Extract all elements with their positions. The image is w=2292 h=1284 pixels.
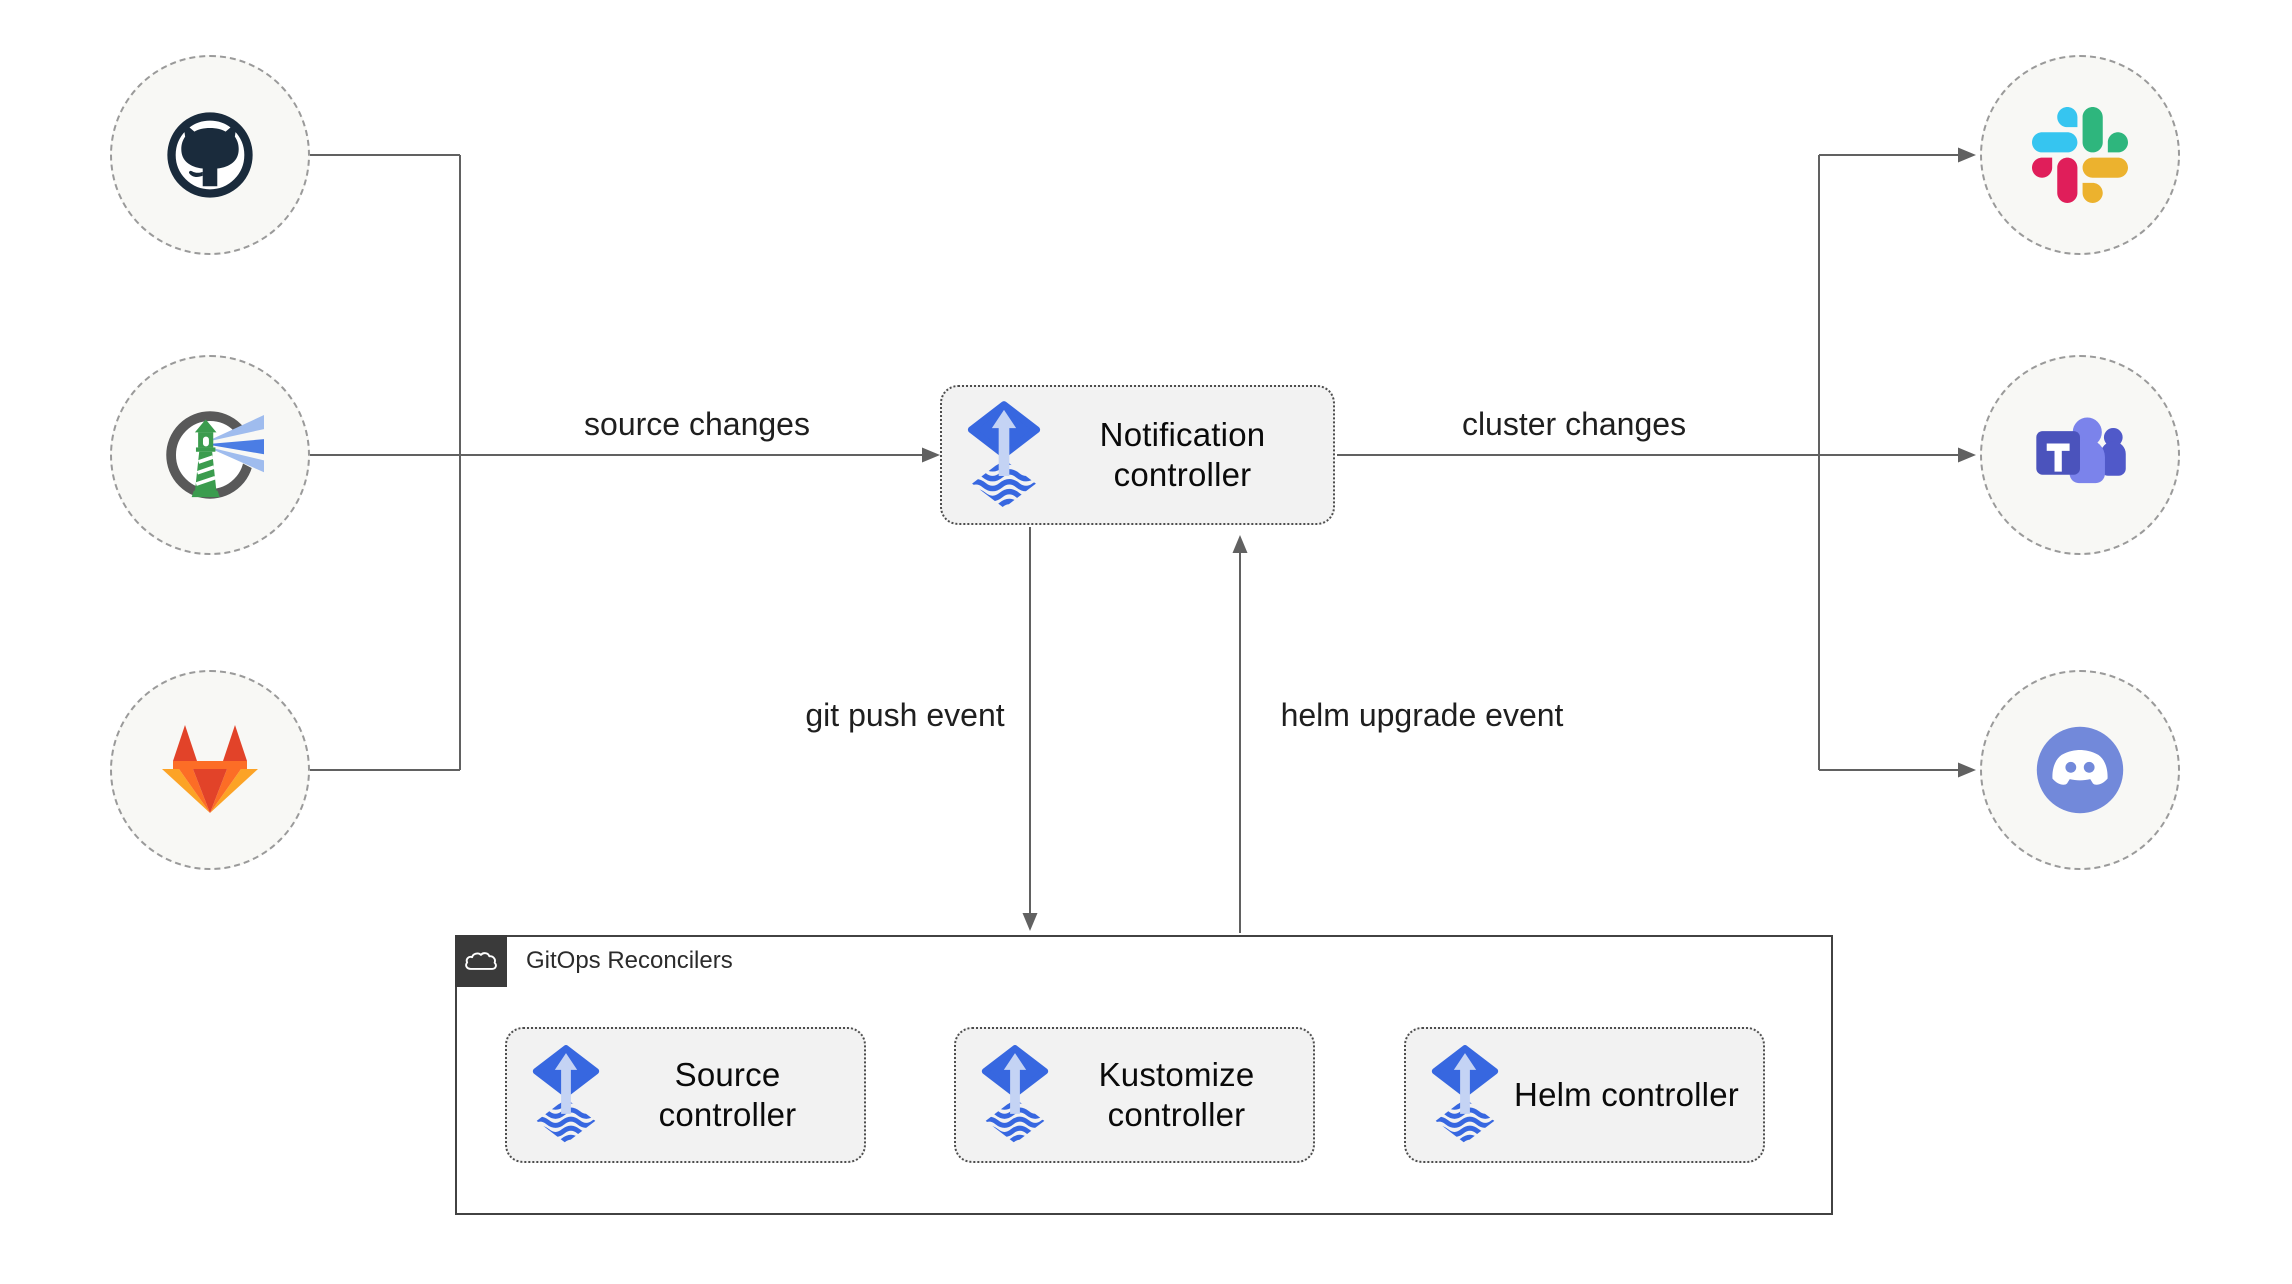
target-node-teams: [1980, 355, 2180, 555]
source-node-gitlab: [110, 670, 310, 870]
harbor-icon: [156, 401, 264, 509]
source-controller-node: Source controller: [505, 1027, 866, 1163]
teams-icon: [2028, 403, 2132, 507]
helm-controller-node: Helm controller: [1404, 1027, 1765, 1163]
gitops-reconcilers-title: GitOps Reconcilers: [526, 947, 733, 974]
edge-label-source-changes: source changes: [584, 406, 810, 442]
source-controller-label: Source controller: [658, 1056, 797, 1133]
flux-icon: [966, 400, 1042, 511]
notification-controller-node: Notification controller: [940, 385, 1335, 525]
kustomize-controller-node: Kustomize controller: [954, 1027, 1315, 1163]
edge-label-cluster-changes: cluster changes: [1461, 406, 1687, 442]
github-icon: [158, 103, 262, 207]
slack-icon: [2032, 107, 2128, 203]
flux-icon: [980, 1044, 1050, 1146]
edge-label-git-push-event: git push event: [805, 697, 1005, 733]
kustomize-controller-label: Kustomize controller: [1098, 1056, 1255, 1133]
target-node-slack: [1980, 55, 2180, 255]
source-node-harbor: [110, 355, 310, 555]
target-node-discord: [1980, 670, 2180, 870]
discord-icon: [2026, 716, 2134, 824]
notification-controller-label: Notification controller: [1099, 416, 1266, 493]
source-node-github: [110, 55, 310, 255]
flux-icon: [531, 1044, 601, 1146]
helm-controller-label: Helm controller: [1514, 1076, 1739, 1113]
flux-icon: [1430, 1044, 1500, 1146]
edge-label-helm-upgrade-event: helm upgrade event: [1280, 697, 1564, 733]
cloud-icon: [462, 947, 500, 975]
gitops-reconcilers-header: [455, 935, 507, 987]
gitlab-icon: [160, 723, 260, 817]
